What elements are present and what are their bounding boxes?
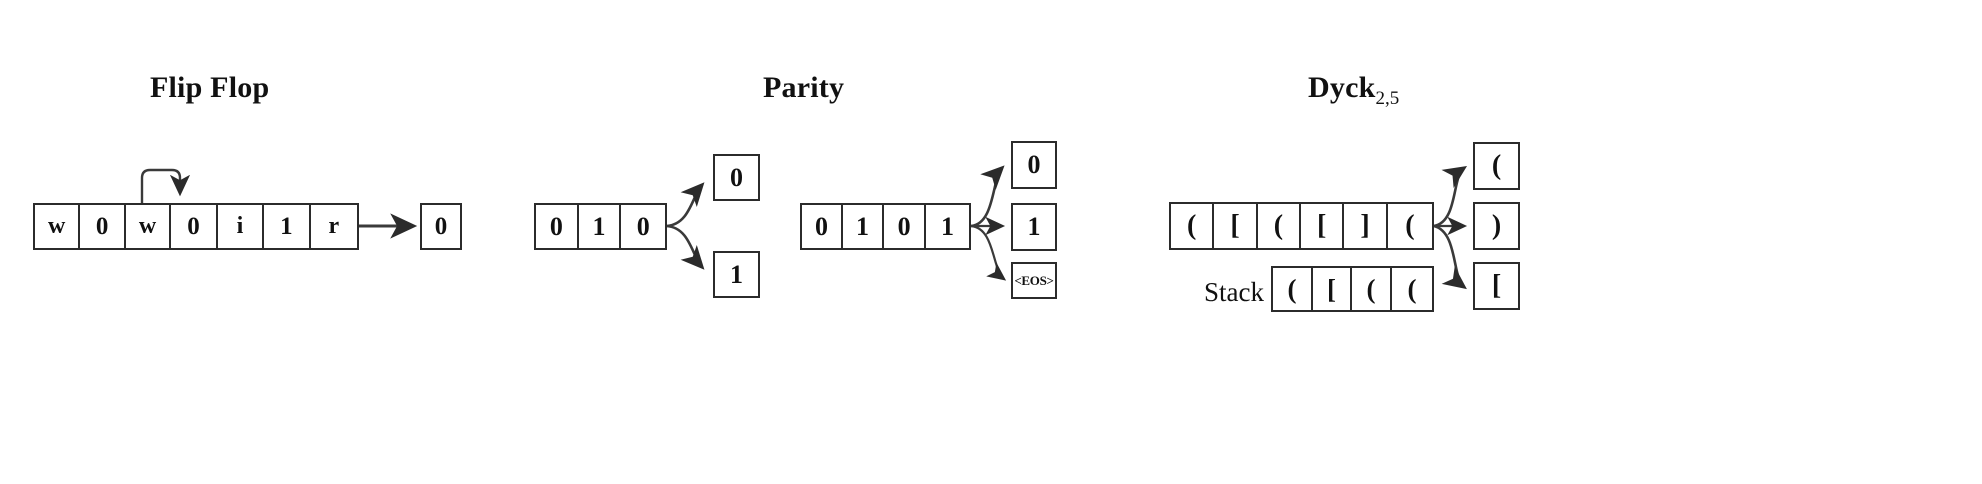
dyck-token[interactable]: ( bbox=[1171, 204, 1215, 248]
parity-a-output-box[interactable]: 1 bbox=[713, 251, 760, 298]
dyck-stack-label: Stack bbox=[1204, 277, 1264, 307]
panel-title-text: Parity bbox=[763, 71, 845, 104]
flipflop-sequence-strip: w 0 w 0 i 1 r bbox=[33, 203, 359, 250]
flipflop-token[interactable]: w bbox=[35, 205, 81, 248]
panel-title-text: Dyck bbox=[1308, 71, 1376, 104]
dyck-stack-token[interactable]: ( bbox=[1273, 268, 1313, 310]
parity-b-sequence-strip: 0 1 0 1 bbox=[800, 203, 971, 250]
parity-a-token[interactable]: 0 bbox=[536, 205, 579, 248]
parity-b-output-box-eos[interactable]: <EOS> bbox=[1011, 262, 1057, 299]
parity-a-token[interactable]: 1 bbox=[578, 205, 622, 248]
panel-title-dyck: Dyck2,5 bbox=[1308, 71, 1399, 110]
flipflop-token[interactable]: i bbox=[217, 205, 265, 248]
dyck-stack-token[interactable]: ( bbox=[1352, 268, 1393, 310]
dyck-output-box[interactable]: ( bbox=[1473, 142, 1520, 190]
dyck-output-box[interactable]: [ bbox=[1473, 262, 1520, 310]
dyck-output-box[interactable]: ) bbox=[1473, 202, 1520, 250]
parity-b-token[interactable]: 1 bbox=[926, 205, 969, 248]
flipflop-token[interactable]: w bbox=[125, 205, 172, 248]
parity-b-branch-arrows bbox=[970, 165, 1007, 281]
flipflop-token[interactable]: 0 bbox=[171, 205, 218, 248]
flipflop-token[interactable]: 0 bbox=[80, 205, 126, 248]
flipflop-loop-arrow bbox=[140, 168, 191, 203]
panel-title-subscript: 2,5 bbox=[1375, 88, 1400, 109]
dyck-stack-strip: ( [ ( ( bbox=[1271, 266, 1434, 312]
parity-a-output-box[interactable]: 0 bbox=[713, 154, 760, 201]
parity-a-token[interactable]: 0 bbox=[621, 205, 666, 248]
dyck-stack-token[interactable]: ( bbox=[1392, 268, 1432, 310]
panel-title-text: Flip Flop bbox=[150, 71, 270, 104]
flipflop-token[interactable]: r bbox=[310, 205, 357, 248]
dyck-token[interactable]: [ bbox=[1301, 204, 1345, 248]
parity-a-sequence-strip: 0 1 0 bbox=[534, 203, 667, 250]
flipflop-token[interactable]: 1 bbox=[264, 205, 311, 248]
parity-b-token[interactable]: 0 bbox=[884, 205, 927, 248]
dyck-token[interactable]: ] bbox=[1344, 204, 1388, 248]
flipflop-output-box[interactable]: 0 bbox=[420, 203, 462, 250]
parity-a-branch-arrows bbox=[666, 182, 705, 270]
parity-b-token[interactable]: 0 bbox=[802, 205, 844, 248]
parity-b-token[interactable]: 1 bbox=[843, 205, 885, 248]
dyck-token[interactable]: ( bbox=[1387, 204, 1433, 248]
dyck-token[interactable]: ( bbox=[1257, 204, 1302, 248]
parity-b-output-box[interactable]: 0 bbox=[1011, 141, 1057, 189]
dyck-sequence-strip: ( [ ( [ ] ( bbox=[1169, 202, 1434, 250]
parity-b-output-box[interactable]: 1 bbox=[1011, 203, 1057, 251]
dyck-branch-arrows bbox=[1433, 165, 1468, 290]
dyck-token[interactable]: [ bbox=[1214, 204, 1258, 248]
panel-title-parity: Parity bbox=[763, 71, 844, 105]
panel-title-flip-flop: Flip Flop bbox=[150, 71, 269, 105]
dyck-stack-token[interactable]: [ bbox=[1313, 268, 1353, 310]
